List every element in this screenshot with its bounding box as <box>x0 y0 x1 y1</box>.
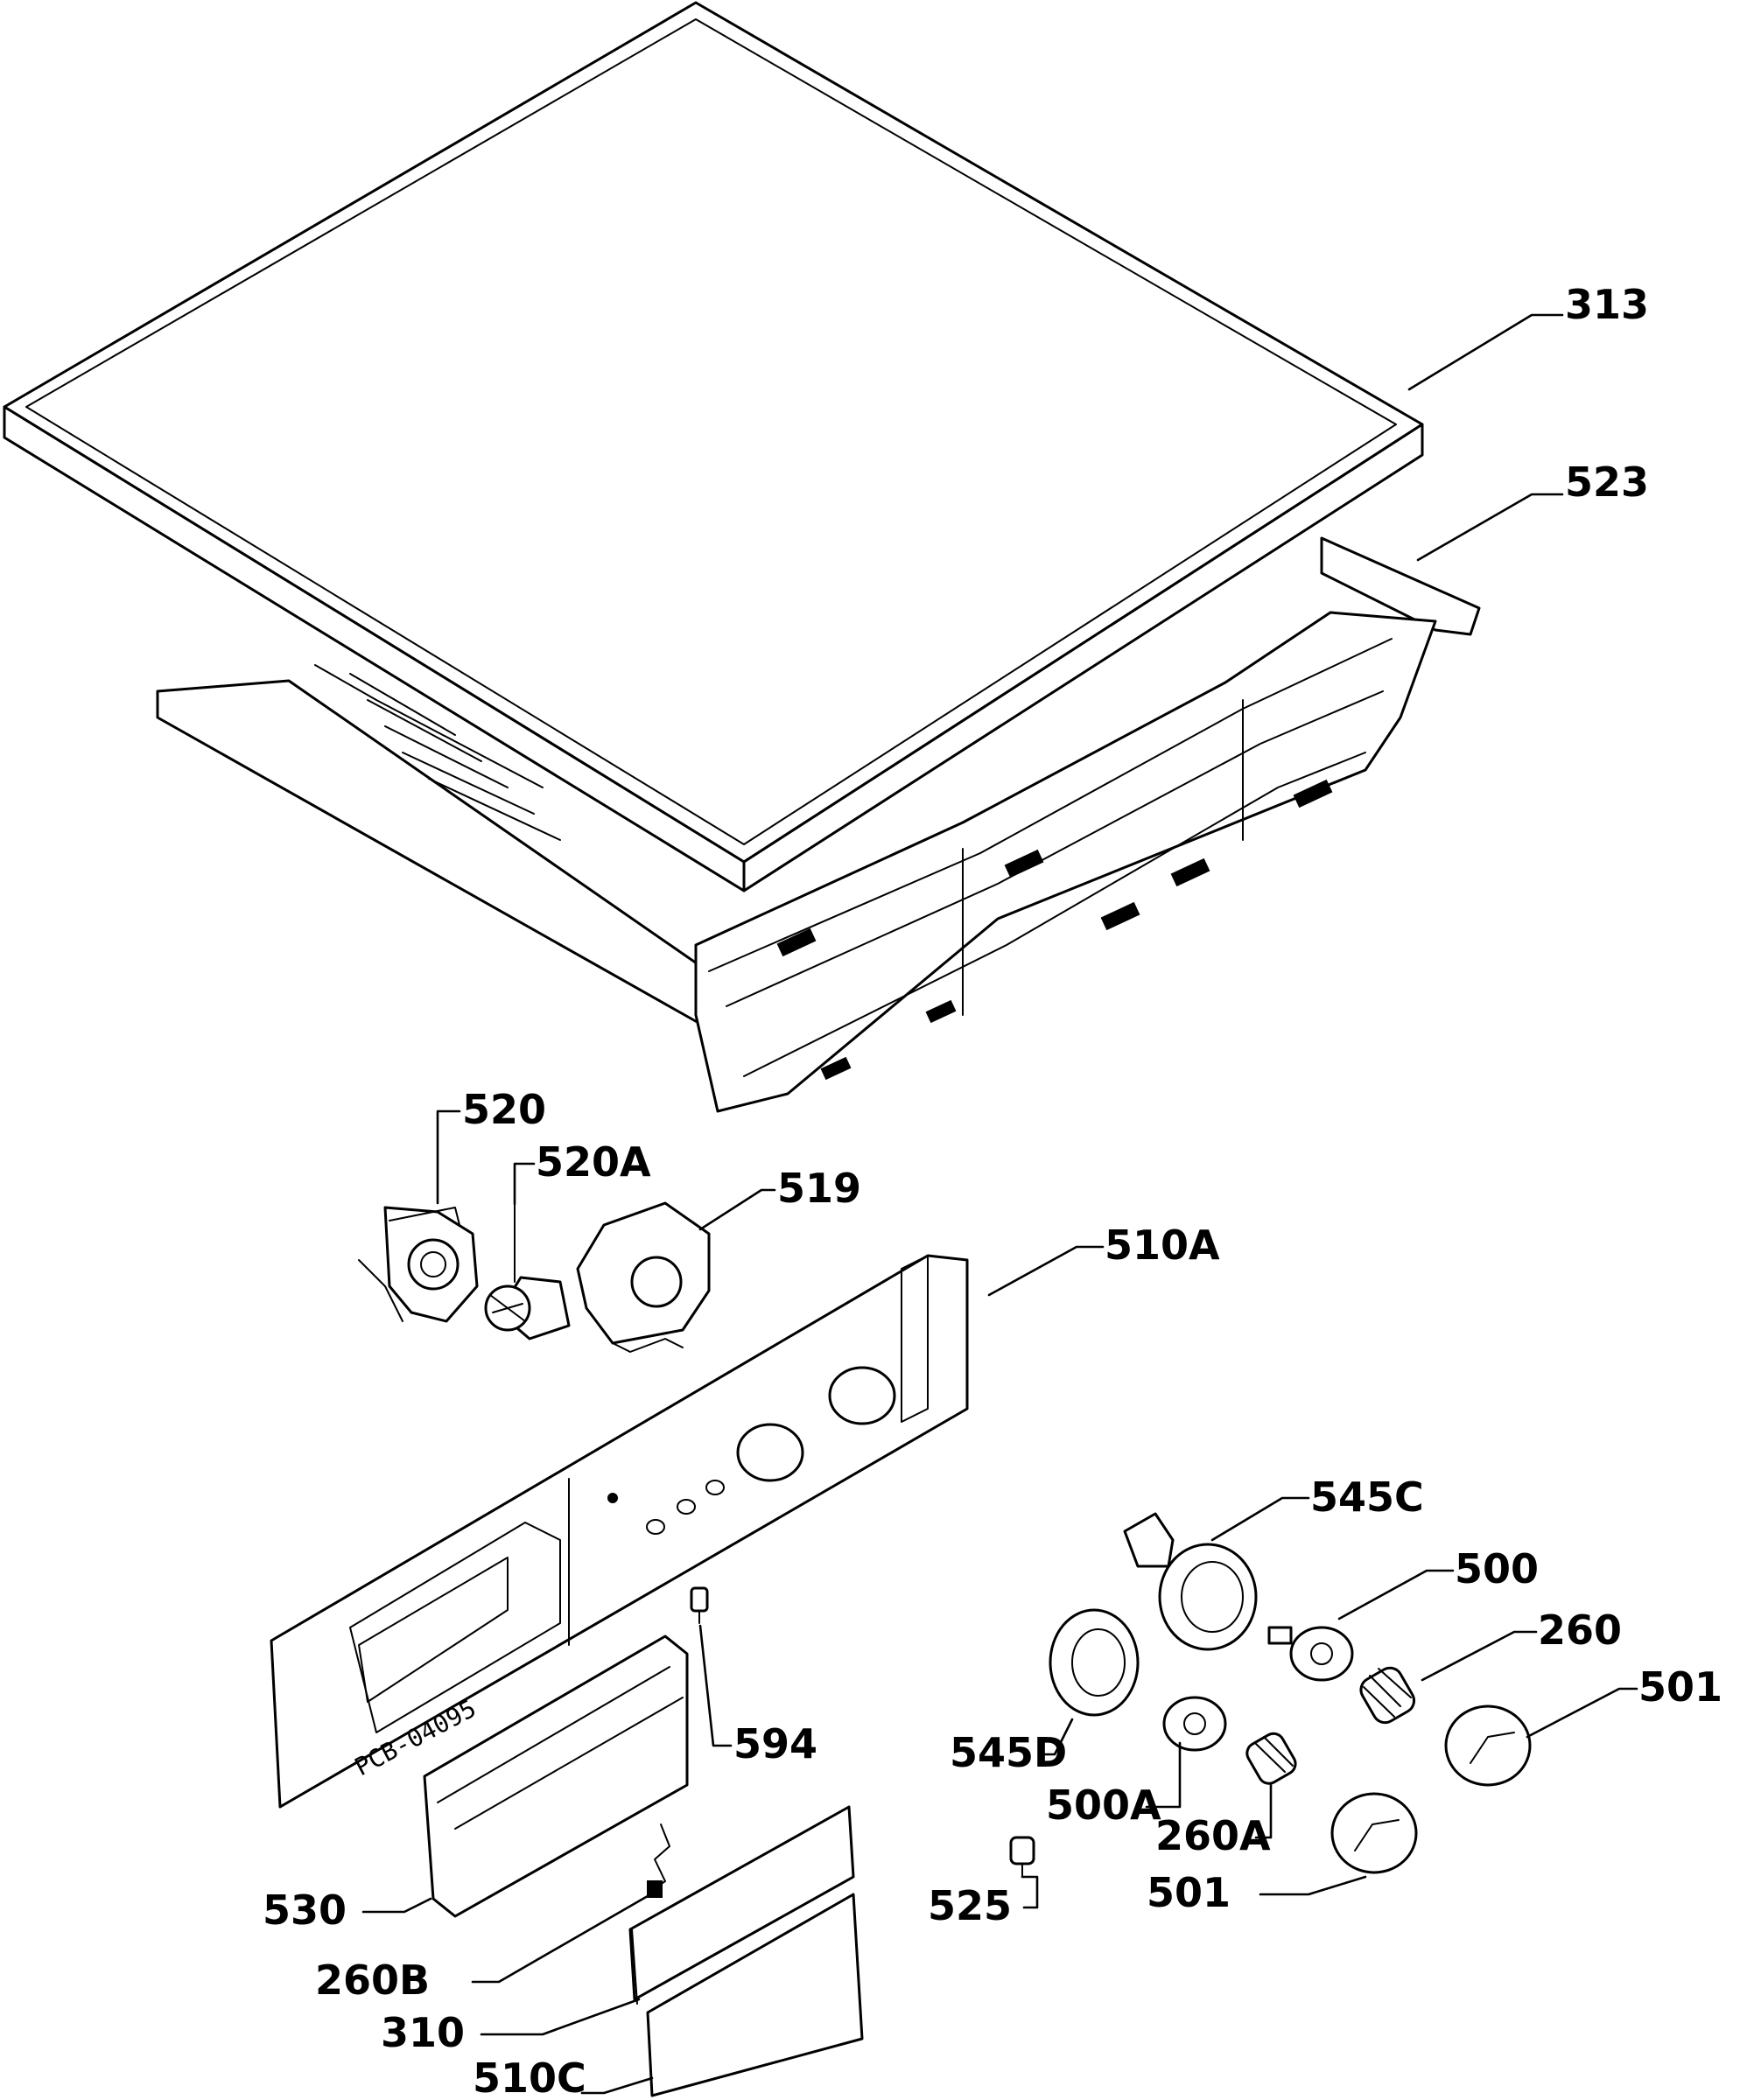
callout-519: 519 <box>777 1165 862 1212</box>
callout-501-upper: 501 <box>1638 1663 1723 1711</box>
control-panel-510a <box>270 1254 969 1809</box>
knob-housing-545d <box>1049 1608 1140 1717</box>
callout-523: 523 <box>1565 458 1650 506</box>
callout-260a: 260A <box>1155 1812 1271 1859</box>
part-520 <box>358 1206 479 1323</box>
dispenser-handle-530 <box>423 1634 689 1918</box>
callout-510c: 510C <box>473 2054 586 2100</box>
part-520a <box>484 1203 571 1340</box>
knob-housing-545c <box>1123 1512 1258 1651</box>
spindle-500 <box>1267 1626 1354 1682</box>
spindle-500a <box>1162 1696 1227 1752</box>
spring-260 <box>1359 1666 1416 1725</box>
callout-520a: 520A <box>536 1138 651 1186</box>
callout-510a: 510A <box>1105 1222 1220 1269</box>
spring-260b <box>647 1824 670 1898</box>
knob-501-upper <box>1444 1704 1532 1787</box>
callout-545d: 545D <box>950 1729 1068 1776</box>
callout-260: 260 <box>1538 1606 1623 1654</box>
callout-310: 310 <box>381 2009 466 2056</box>
callout-525: 525 <box>928 1882 1013 1929</box>
callout-500a: 500A <box>1046 1782 1161 1829</box>
callout-594: 594 <box>733 1720 818 1768</box>
spring-260a <box>1245 1732 1297 1785</box>
callout-520: 520 <box>462 1086 547 1133</box>
part-519 <box>576 1201 711 1353</box>
flap-310 <box>628 1805 855 2005</box>
callout-500: 500 <box>1455 1545 1540 1592</box>
leader-lines <box>361 313 1638 2095</box>
callout-501-lower: 501 <box>1147 1869 1231 1916</box>
cover-510c <box>646 1893 864 2097</box>
part-594 <box>690 1586 709 1624</box>
part-525 <box>1009 1836 1035 1878</box>
top-cover-313 <box>3 1 1424 892</box>
callout-530: 530 <box>263 1886 347 1934</box>
callout-260b: 260B <box>315 1956 431 2004</box>
knob-501-lower <box>1330 1792 1418 1874</box>
callout-313: 313 <box>1565 281 1650 328</box>
callout-545c: 545C <box>1310 1474 1424 1521</box>
panel-frame-523 <box>156 536 1481 1113</box>
